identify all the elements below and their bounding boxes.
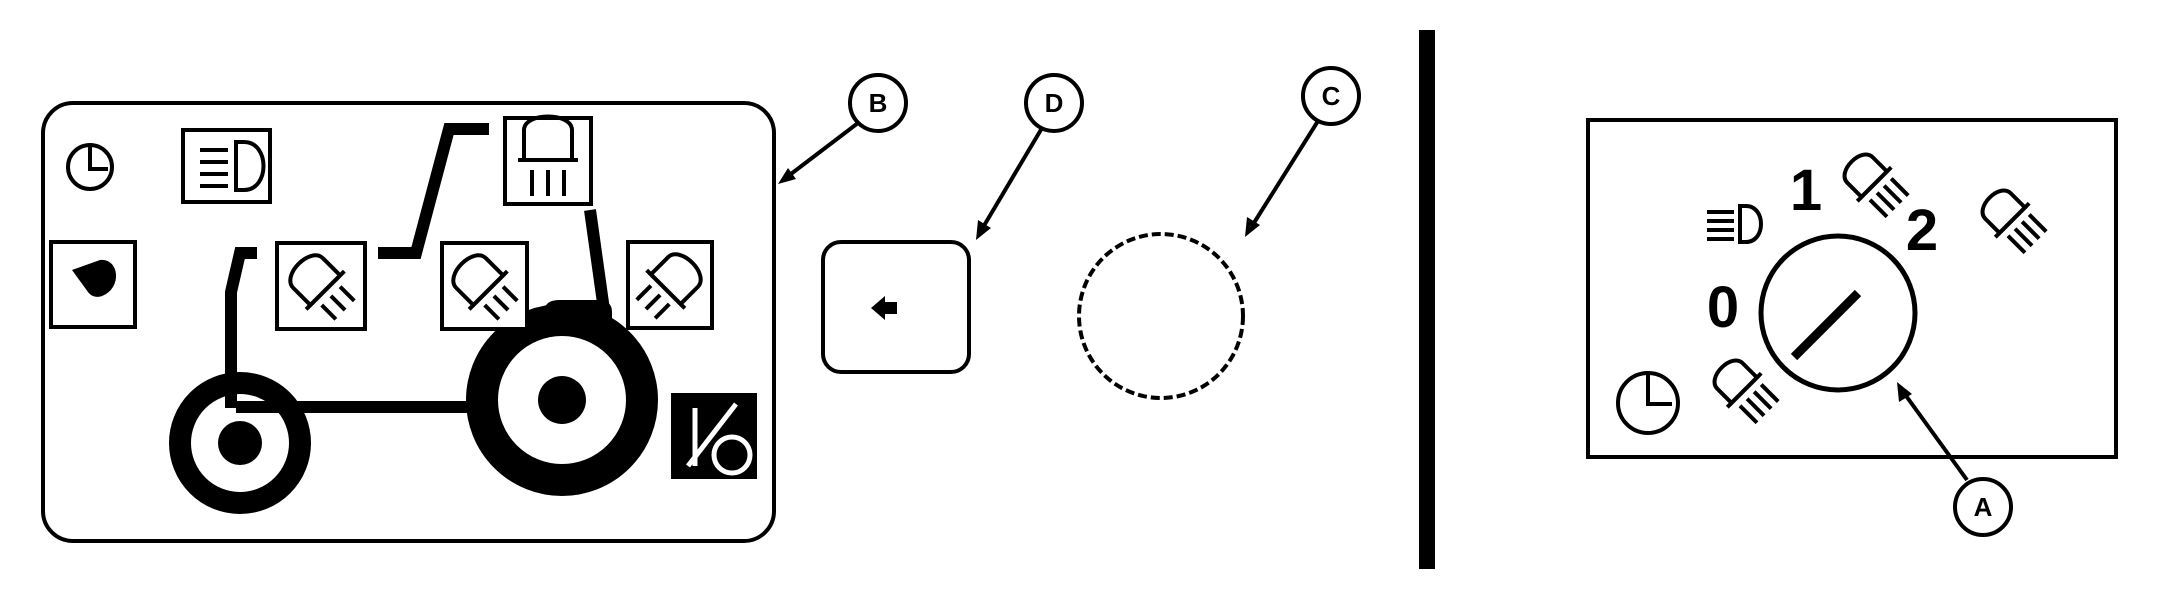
switch-position-2: 2 <box>1906 198 1938 263</box>
light-rotary-switch <box>1758 233 1918 393</box>
dipped-beam-icon <box>181 128 272 204</box>
work-light-icon <box>1712 358 1780 425</box>
callout-label: C <box>1322 81 1341 111</box>
dipped-beam-icon <box>1707 204 1763 244</box>
work-light-icon <box>626 240 714 330</box>
on-off-icon <box>671 393 757 479</box>
section-divider <box>1419 30 1435 569</box>
clock-icon <box>1616 371 1680 435</box>
callout-b: B <box>778 73 908 184</box>
arrow-button <box>821 240 971 374</box>
switch-position-0: 0 <box>1707 275 1739 340</box>
rotary-knob <box>1077 232 1245 400</box>
lighting-control-panel <box>41 101 776 543</box>
callout-label: A <box>1974 492 1993 522</box>
tractor-outline <box>169 123 658 514</box>
clock-icon <box>66 143 114 191</box>
light-switch-panel: 1 2 0 <box>1586 118 2118 459</box>
work-light-icon <box>503 114 593 206</box>
callout-label: B <box>869 88 888 118</box>
callout-label: D <box>1045 88 1064 118</box>
switch-position-1: 1 <box>1790 158 1822 223</box>
callout-a: A <box>1897 382 2013 537</box>
work-light-icon <box>1842 152 1910 219</box>
work-light-icon <box>440 241 529 331</box>
warning-light-icon <box>49 240 137 329</box>
callout-c: C <box>1245 66 1361 237</box>
work-light-icon <box>1980 188 2048 255</box>
callout-d: D <box>976 73 1084 240</box>
arrow-left-icon <box>871 296 897 320</box>
work-light-icon <box>275 241 367 331</box>
